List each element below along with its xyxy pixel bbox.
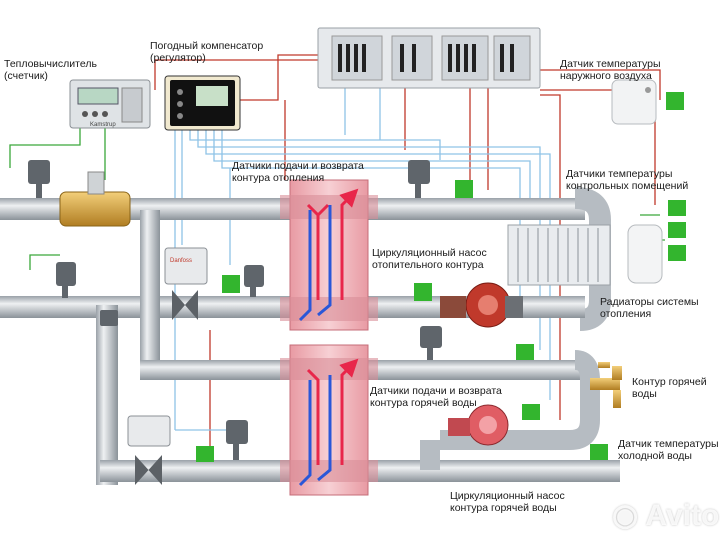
- sensor-marker: [668, 245, 686, 261]
- pipe-riser-mid: [140, 210, 160, 370]
- label-cold-water-sensor: Датчик температуры холодной воды: [618, 438, 719, 462]
- pipe-riser-left: [96, 305, 118, 485]
- meter-brand-text: Kamstrup: [90, 122, 116, 128]
- label-outdoor-sensor: Датчик температуры наружного воздуха: [560, 58, 661, 82]
- label-heating-pump: Циркуляционный насос отопительного конту…: [372, 247, 487, 271]
- flow-meter: [59, 171, 131, 227]
- heat-meter-device: Kamstrup: [69, 79, 151, 129]
- valve-brand-text: Danfoss: [170, 258, 192, 264]
- controller-rack: [317, 27, 541, 89]
- motor-valve-dhw: [127, 415, 171, 485]
- heat-exchanger-heating: [280, 179, 378, 331]
- label-dhw-sensors: Датчики подачи и возврата контура горяче…: [370, 385, 502, 409]
- sensor-marker: [668, 200, 686, 216]
- avito-watermark: ◉ Avito: [612, 499, 720, 532]
- sensor-markers: [196, 92, 686, 462]
- sensor-marker: [522, 404, 540, 420]
- room-sensor-device: [627, 224, 663, 284]
- label-weather-compensator: Погодный компенсатор (регулятор): [150, 40, 264, 64]
- sensor-marker: [222, 275, 240, 293]
- label-hot-water-circuit: Контур горячей воды: [632, 376, 707, 400]
- motor-valve-heating: Danfoss: [164, 247, 208, 320]
- sensor-marker: [590, 444, 608, 460]
- outdoor-sensor-device: [611, 79, 657, 125]
- sensor-marker: [666, 92, 684, 110]
- pump-heating: [440, 282, 523, 328]
- hot-water-tap: [590, 362, 622, 408]
- label-heat-meter: Тепловычислитель (счетчик): [4, 58, 97, 82]
- radiator: [507, 224, 611, 286]
- label-room-sensors: Датчики температуры контрольных помещени…: [566, 168, 689, 192]
- sensor-marker: [455, 180, 473, 198]
- sensor-marker: [196, 446, 214, 462]
- watermark-icon: ◉: [612, 499, 646, 532]
- temperature-probes: [28, 160, 442, 460]
- label-radiators: Радиаторы системы отопления: [600, 296, 699, 320]
- weather-compensator-device: [164, 75, 241, 131]
- pump-dhw: [448, 404, 509, 446]
- sensor-marker: [414, 283, 432, 301]
- sensor-marker: [668, 222, 686, 238]
- heat-exchanger-dhw: [280, 344, 378, 496]
- green-wires: [9, 128, 665, 270]
- label-heating-sensors: Датчики подачи и возврата контура отопле…: [232, 160, 364, 184]
- label-dhw-pump: Циркуляционный насос контура горячей вод…: [450, 490, 565, 514]
- sensor-marker: [516, 344, 534, 360]
